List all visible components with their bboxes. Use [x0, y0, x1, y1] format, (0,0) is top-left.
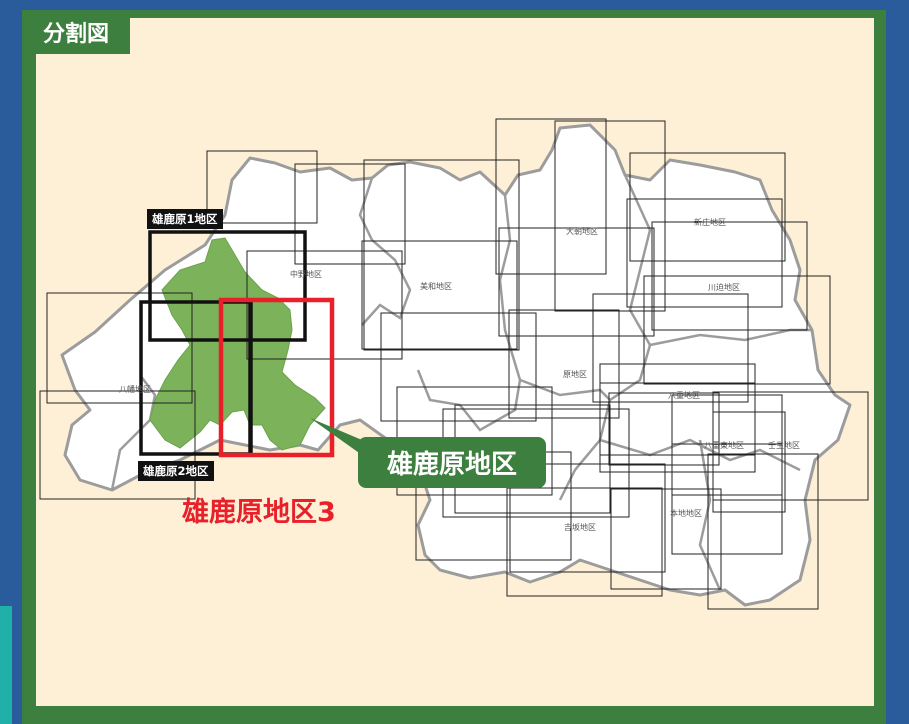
district-label-shinjo: 新庄地区 [694, 217, 726, 227]
district-outline [60, 123, 852, 607]
internal-boundary [599, 438, 801, 472]
district-labels: 八幡地区 中野地区 美和地区 大朝地区 新庄地区 川迫地区 原地区 八重地区 八… [119, 217, 800, 532]
district-label-yaehigashi: 八重東地区 [704, 440, 744, 450]
district-label-yae: 八重地区 [668, 390, 700, 400]
district-label-kawado: 川迫地区 [708, 282, 740, 292]
district-label-miwa: 美和地区 [420, 281, 452, 291]
side-accent-strip [0, 606, 12, 724]
callout-okabara: 雄鹿原地区 [358, 437, 546, 488]
district-label-nakano: 中野地区 [290, 269, 322, 279]
internal-boundary [558, 174, 652, 501]
internal-boundary [416, 194, 522, 432]
okabara-district-highlight [149, 237, 326, 451]
sheet-okabara-3[interactable] [218, 297, 335, 458]
district-label-yoshisaka: 吉坂地区 [564, 522, 596, 532]
label-okabara-2: 雄鹿原2地区 [138, 461, 214, 481]
internal-boundary [698, 439, 722, 591]
label-okabara-3: 雄鹿原地区3 [182, 497, 336, 528]
label-okabara-1: 雄鹿原1地区 [147, 209, 223, 229]
district-label-hachiman: 八幡地区 [119, 384, 151, 394]
page-title: 分割図 [22, 10, 130, 54]
district-label-oasa: 大朝地区 [566, 226, 598, 236]
district-label-mibu: 壬生地区 [768, 440, 800, 450]
district-label-moto: 本地地区 [670, 508, 702, 518]
callout-pointer [310, 418, 362, 455]
district-label-hara: 原地区 [563, 369, 587, 379]
sheet-okabara-1[interactable] [148, 230, 307, 342]
